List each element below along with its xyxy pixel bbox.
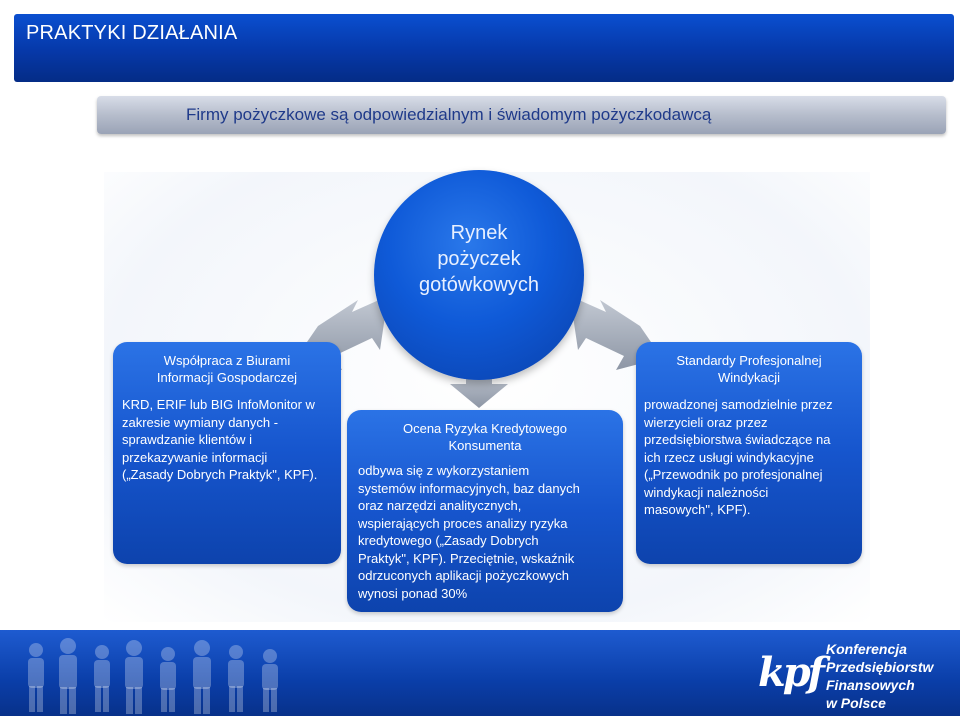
org-line: Finansowych [826, 677, 915, 693]
title-line: Standardy Profesjonalnej [676, 353, 822, 368]
organization-name: Konferencja Przedsiębiorstw Finansowych … [826, 640, 933, 712]
left-box-body: KRD, ERIF lub BIG InfoMonitor w zakresie… [122, 396, 337, 484]
body-line: („Przewodnik po profesjonalnej [644, 467, 823, 482]
center-box-title: Ocena Ryzyka Kredytowego Konsumenta [347, 420, 623, 454]
title-line: Ocena Ryzyka Kredytowego [402, 421, 568, 436]
title-line: Windykacji [717, 370, 781, 385]
body-line: odrzuconych aplikacji pożyczkowych [358, 568, 569, 583]
body-line: systemów informacyjnych, baz danych [358, 480, 580, 496]
people-silhouettes-icon [28, 638, 278, 714]
title-line: Informacji Gospodarczej [156, 370, 298, 385]
body-line: przedsiębiorstwa świadczące na [644, 432, 831, 447]
page-title: PRAKTYKI DZIAŁANIA [26, 22, 238, 44]
circle-line: pożyczek [437, 248, 521, 270]
right-box-title: Standardy Profesjonalnej Windykacji [636, 352, 862, 386]
body-line: zakresie wymiany danych - [122, 414, 279, 430]
body-line: prowadzonej samodzielnie przez [644, 397, 833, 412]
body-line: oraz narzędzi analitycznych, [358, 498, 522, 513]
body-line: wspierających proces analizy ryzyka [358, 515, 568, 531]
center-circle-label: Rynek pożyczek gotówkowych [374, 220, 584, 298]
body-line: („Zasady Dobrych Praktyk", KPF). [122, 467, 318, 482]
right-box [636, 342, 862, 564]
body-line: wynosi ponad 30% [358, 585, 468, 601]
circle-line: gotówkowych [418, 274, 540, 296]
body-line: przekazywanie informacji [122, 449, 268, 465]
left-box [113, 342, 341, 564]
title-line: Konsumenta [448, 438, 522, 453]
title-bar [14, 14, 954, 82]
body-line: odbywa się z wykorzystaniem [358, 463, 530, 478]
org-line: w Polsce [826, 695, 886, 711]
subtitle: Firmy pożyczkowe są odpowiedzialnym i św… [186, 105, 712, 124]
org-line: Konferencja [826, 641, 907, 657]
body-line: masowych", KPF). [644, 502, 751, 517]
kpf-logo: kpf [758, 649, 825, 696]
circle-line: Rynek [450, 222, 508, 244]
body-line: windykacji należności [644, 484, 769, 500]
left-box-title: Współpraca z Biurami Informacji Gospodar… [113, 352, 341, 386]
body-line: ich rzecz usługi windykacyjne [644, 449, 814, 465]
body-line: Praktyk", KPF). Przeciętnie, wskaźnik [358, 550, 575, 566]
subtitle-bar [97, 96, 946, 134]
body-line: sprawdzanie klientów i [122, 432, 253, 447]
body-line: kredytowego („Zasady Dobrych [358, 533, 539, 548]
right-box-body: prowadzonej samodzielnie przez wierzycie… [644, 396, 859, 519]
center-circle [374, 170, 584, 380]
title-line: Współpraca z Biurami [163, 353, 291, 368]
body-line: KRD, ERIF lub BIG InfoMonitor w [122, 397, 315, 412]
body-line: wierzycieli oraz przez [644, 414, 768, 430]
org-line: Przedsiębiorstw [826, 659, 934, 675]
footer-banner [0, 630, 960, 716]
center-box-body: odbywa się z wykorzystaniem systemów inf… [358, 462, 620, 602]
center-box [347, 410, 623, 612]
